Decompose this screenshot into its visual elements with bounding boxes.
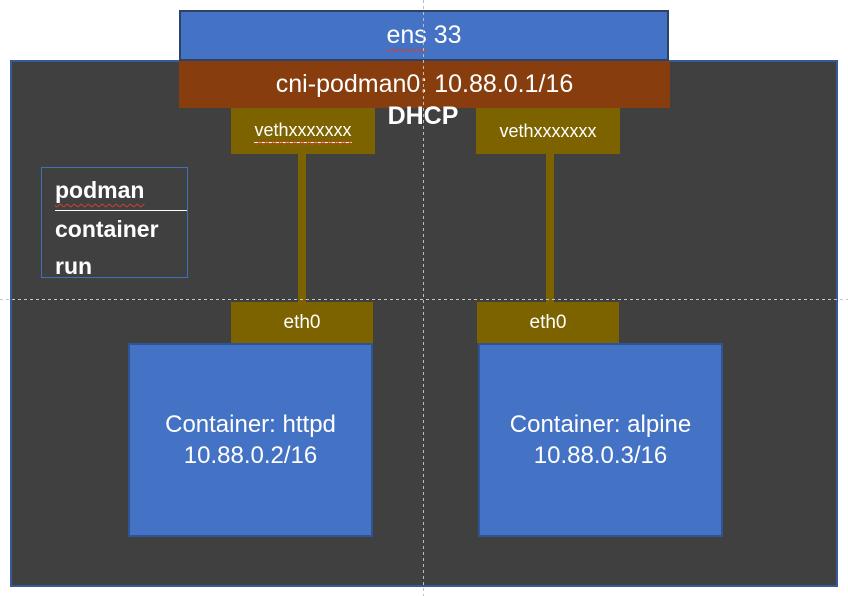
veth-eth-connector-right — [546, 152, 554, 303]
veth-eth-connector-left — [298, 152, 306, 303]
bridge-box[interactable]: cni-podman0: 10.88.0.1/16 — [179, 61, 670, 108]
external-interface-label: ens 33 — [386, 21, 461, 50]
container-box-alpine[interactable]: Container: alpine 10.88.0.3/16 — [478, 343, 723, 537]
vertical-guide-line[interactable] — [423, 0, 424, 596]
command-note-line-3: run — [55, 253, 93, 279]
command-note-box[interactable]: podman container run — [41, 167, 188, 279]
container-title-httpd: Container: httpd — [165, 411, 336, 438]
eth0-box-right[interactable]: eth0 — [477, 302, 619, 343]
external-interface-box[interactable]: ens 33 — [179, 10, 669, 61]
external-interface-name: ens — [386, 21, 427, 49]
bridge-label: cni-podman0: 10.88.0.1/16 — [275, 70, 574, 98]
horizontal-guide-line[interactable] — [0, 299, 848, 300]
container-ip-httpd: 10.88.0.2/16 — [183, 442, 318, 469]
veth-label-left: vethxxxxxxx — [254, 120, 352, 143]
eth0-label-right: eth0 — [529, 311, 567, 333]
eth0-box-left[interactable]: eth0 — [231, 302, 373, 343]
veth-label-right: vethxxxxxxx — [499, 120, 597, 141]
container-ip-alpine: 10.88.0.3/16 — [533, 442, 668, 469]
veth-box-right[interactable]: vethxxxxxxx — [476, 108, 620, 154]
external-interface-number: 33 — [426, 21, 462, 49]
command-note-line-1: podman — [55, 172, 187, 211]
container-box-httpd[interactable]: Container: httpd 10.88.0.2/16 — [128, 343, 373, 537]
command-note-line-2: container — [55, 216, 159, 242]
eth0-label-left: eth0 — [283, 311, 321, 333]
container-title-alpine: Container: alpine — [509, 411, 692, 438]
veth-box-left[interactable]: vethxxxxxxx — [231, 108, 375, 154]
